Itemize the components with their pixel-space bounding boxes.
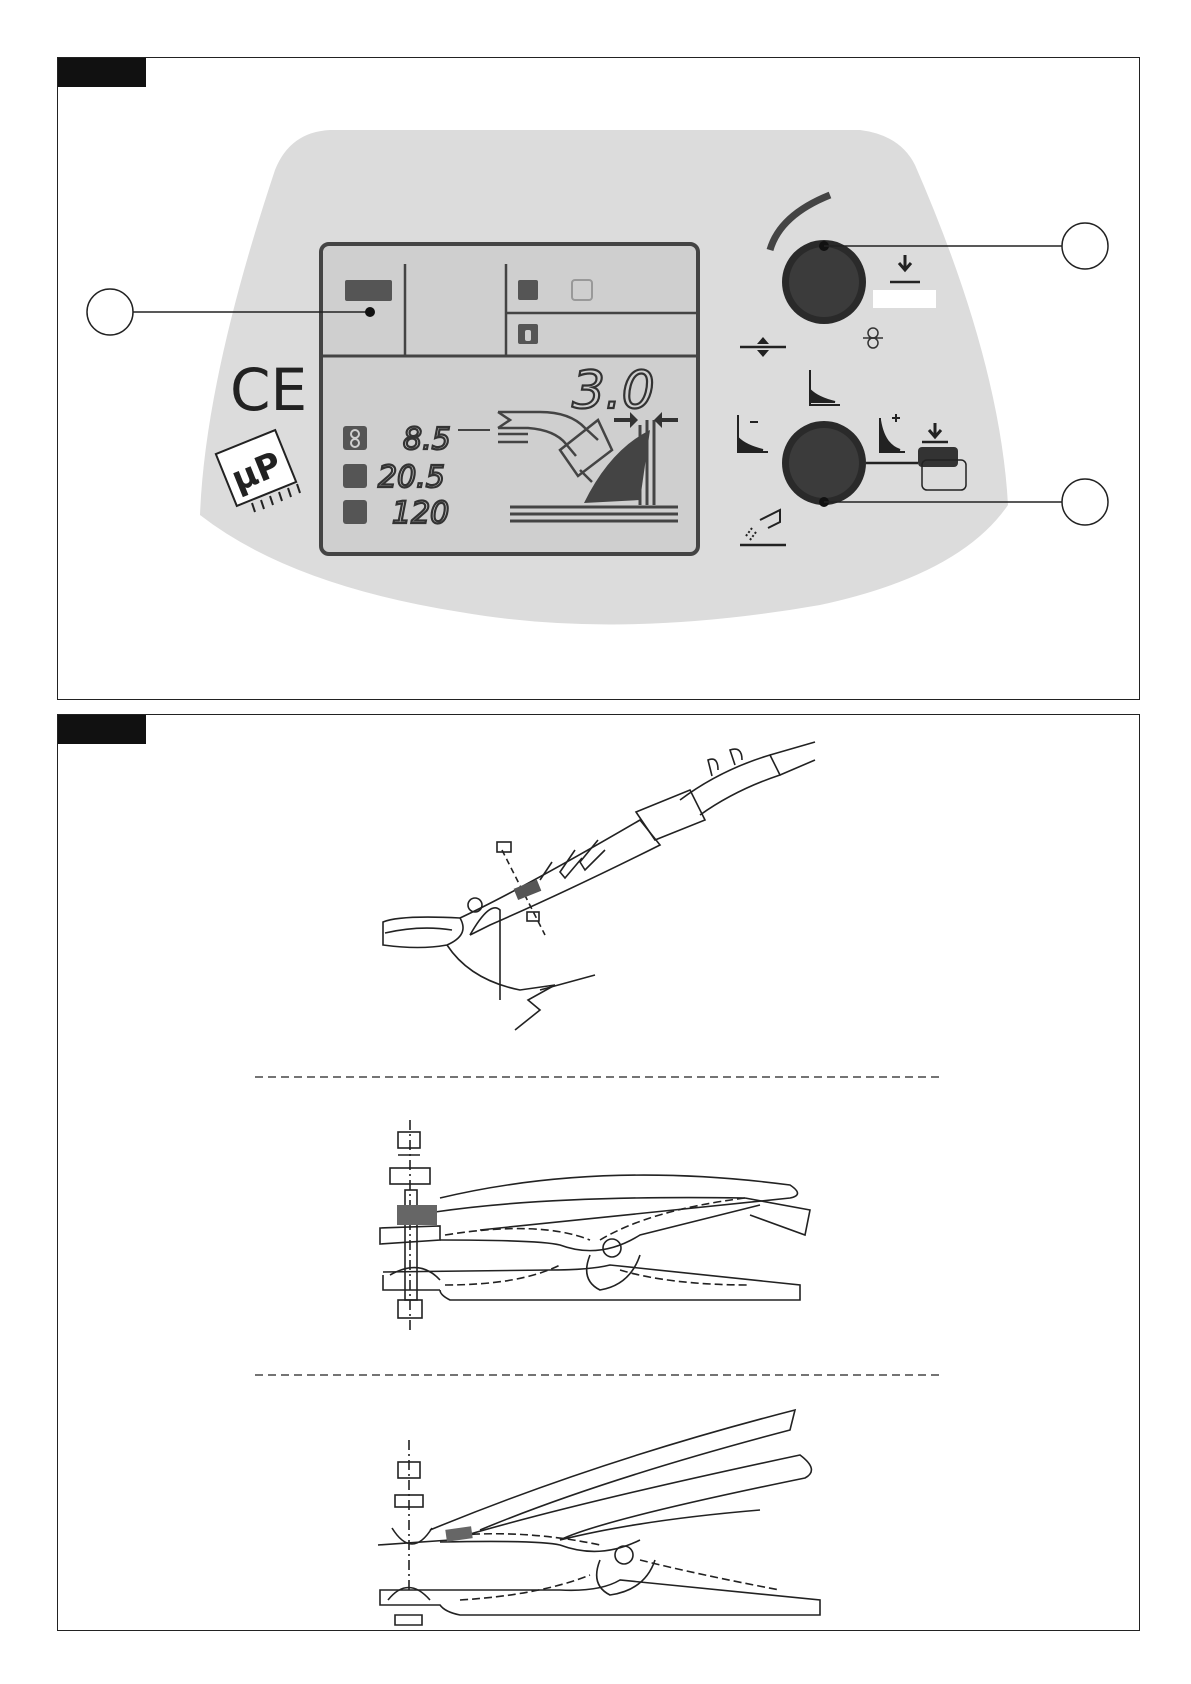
callout-circle-left bbox=[87, 289, 133, 335]
lcd-voltage-value: 20.5 bbox=[378, 460, 445, 495]
lcd-indicator-filled bbox=[518, 280, 538, 300]
callout-circle-lower-right bbox=[1062, 479, 1108, 525]
lcd-voltage-indicator bbox=[343, 464, 367, 488]
figure-tab-2 bbox=[58, 715, 146, 744]
figure-earth-clamp bbox=[57, 714, 1140, 1631]
lcd-segment-block bbox=[345, 280, 392, 301]
wire-feed-rollers-icon bbox=[343, 426, 367, 450]
lcd-current-indicator bbox=[343, 500, 367, 524]
lcd-wire-speed-value: 8.5 bbox=[403, 422, 451, 457]
ce-mark-icon: CE bbox=[230, 356, 307, 424]
callout-circle-upper-right bbox=[1062, 223, 1108, 269]
gas-cylinder-icon bbox=[518, 324, 538, 344]
control-panel-drawing: 3.0 8.5 20.5 120 CE µP bbox=[0, 0, 1191, 760]
lcd-main-value: 3.0 bbox=[572, 361, 655, 421]
lcd-current-value: 120 bbox=[392, 496, 449, 531]
